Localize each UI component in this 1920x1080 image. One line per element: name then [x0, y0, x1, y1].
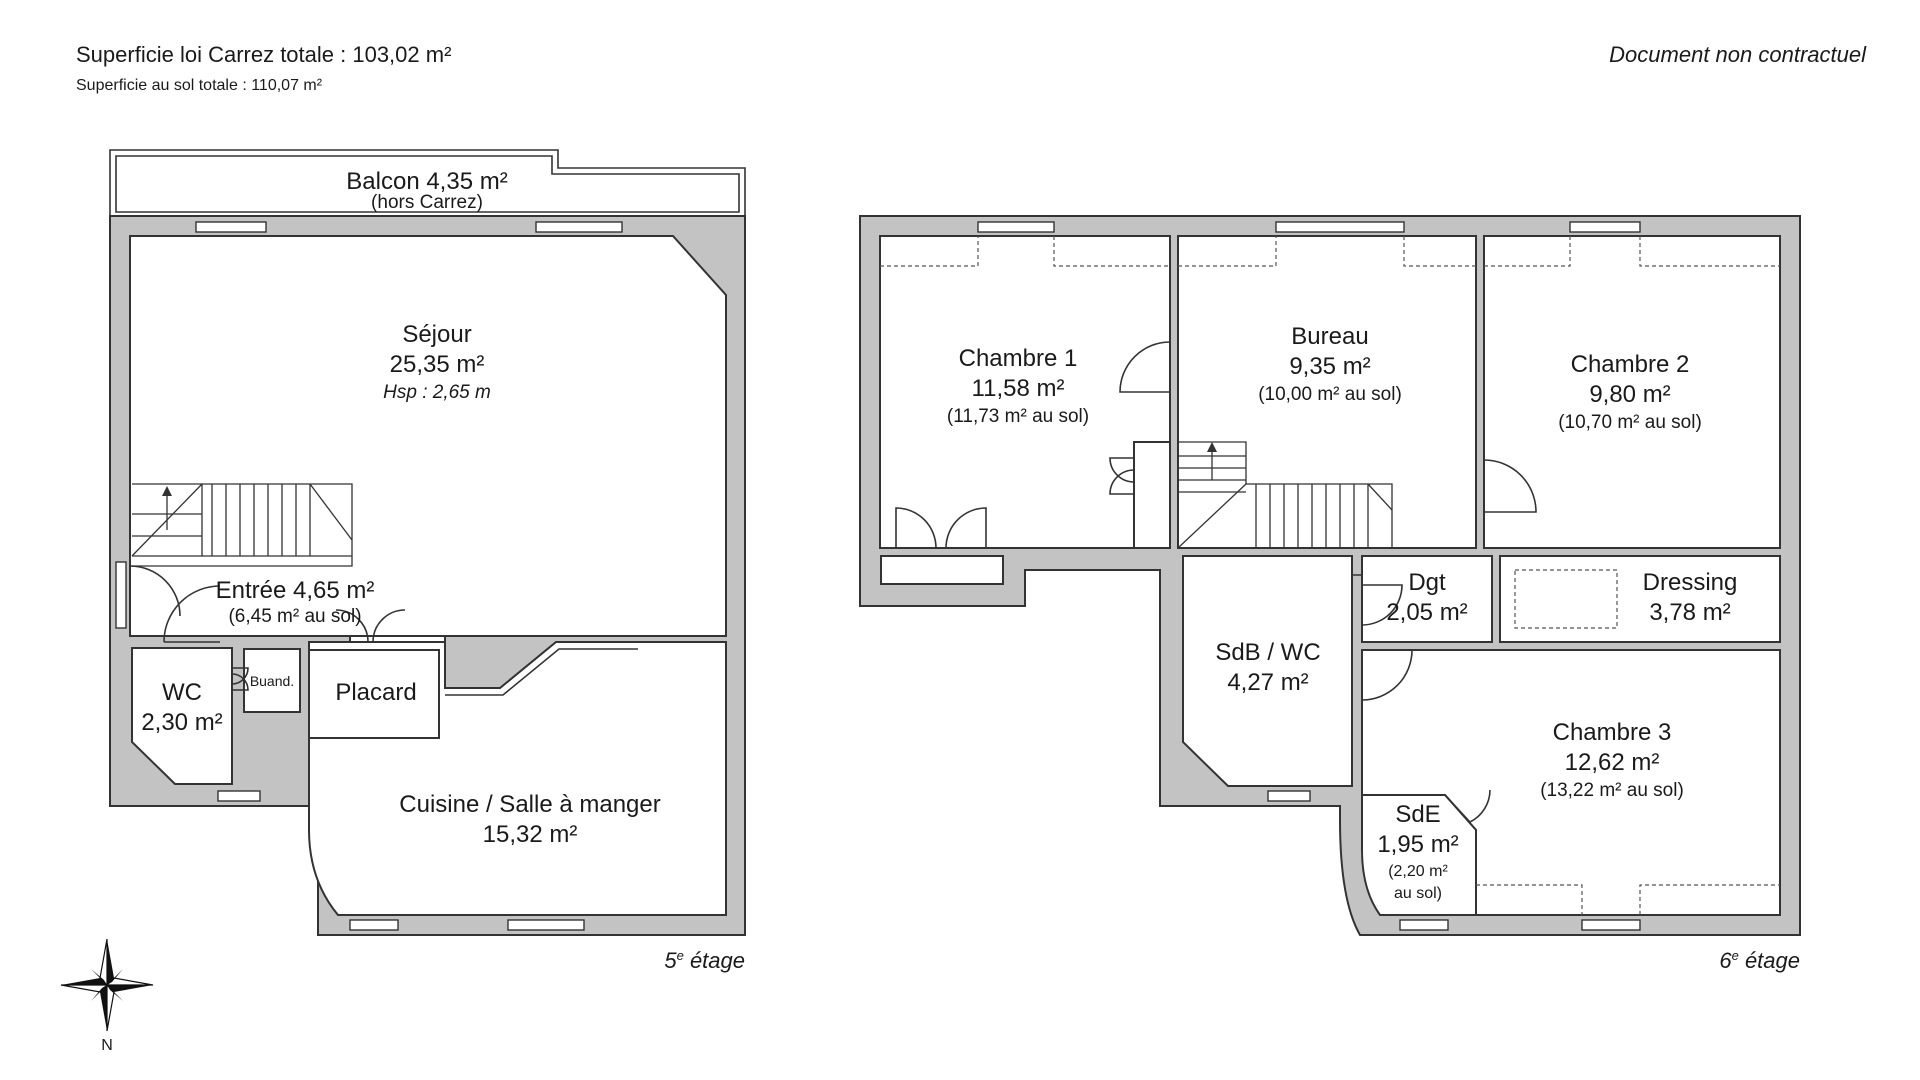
window — [217, 790, 261, 802]
compass-rose-icon — [60, 938, 154, 1032]
chambre-1-area: 11,58 m² — [972, 375, 1065, 402]
carrez-total-text: Superficie loi Carrez totale : 103,02 m² — [76, 42, 451, 67]
roof-slope — [880, 236, 1170, 267]
sejour-label: Séjour — [402, 321, 471, 348]
kitchen-counter-edge — [445, 648, 638, 696]
kitchen-counter — [445, 641, 638, 689]
dgt-label: Dgt — [1408, 569, 1446, 596]
wc-area: 2,30 m² — [141, 709, 222, 736]
chambre-1-ledge — [880, 555, 1004, 585]
sde-floor-line-1: (2,20 m² — [1388, 863, 1448, 880]
door-swings — [895, 341, 1537, 823]
bureau-floor: (10,00 m² au sol) — [1258, 384, 1402, 405]
sdb-wc-label: SdB / WC — [1215, 639, 1320, 666]
room-bureau — [1177, 235, 1477, 549]
balcon-rail — [115, 155, 740, 213]
window — [535, 221, 623, 233]
window — [1581, 919, 1641, 931]
roof-slope — [1476, 884, 1780, 915]
cuisine-label: Cuisine / Salle à manger — [399, 791, 660, 818]
staircase — [131, 483, 353, 567]
window — [115, 561, 127, 629]
bureau-area: 9,35 m² — [1289, 353, 1370, 380]
cuisine-area: 15,32 m² — [483, 821, 578, 848]
floor-total-text: Superficie au sol totale : 110,07 m² — [76, 77, 323, 94]
room-buanderie — [243, 648, 301, 713]
sdb-wc-area: 4,27 m² — [1227, 669, 1308, 696]
room-sejour — [129, 235, 727, 643]
window — [349, 919, 399, 931]
floor-6-plan: Chambre 1 11,58 m² (11,73 m² au sol) Bur… — [859, 215, 1801, 973]
stair-arrow-icon — [1207, 442, 1217, 452]
dressing-label: Dressing — [1643, 569, 1738, 596]
placard-label: Placard — [335, 679, 416, 706]
floor-6-level-label: 6e étage — [1719, 948, 1800, 973]
staircase — [1177, 441, 1393, 549]
entree-floor: (6,45 m² au sol) — [228, 606, 361, 627]
entree-label: Entrée 4,65 m² — [216, 577, 375, 604]
chambre-2-floor: (10,70 m² au sol) — [1558, 412, 1702, 433]
chambre-2-label: Chambre 2 — [1571, 351, 1690, 378]
door-swings — [129, 565, 406, 691]
window — [195, 221, 267, 233]
stair-arrow-icon — [162, 486, 172, 496]
window — [1399, 919, 1449, 931]
buanderie-label: Buand. — [250, 673, 294, 689]
room-sdb-wc — [1182, 555, 1353, 787]
chambre-3-label: Chambre 3 — [1553, 719, 1672, 746]
room-wc — [131, 647, 233, 785]
balcon-label: Balcon 4,35 m² — [346, 168, 507, 195]
chambre-3-area: 12,62 m² — [1565, 749, 1660, 776]
sejour-hsp: Hsp : 2,65 m — [383, 382, 491, 403]
roof-slope — [1484, 236, 1780, 267]
closet-column — [1133, 441, 1171, 549]
room-dressing — [1499, 555, 1781, 643]
bureau-label: Bureau — [1291, 323, 1368, 350]
wc-label: WC — [162, 679, 202, 706]
chambre-1-floor: (11,73 m² au sol) — [947, 406, 1089, 427]
chambre-2-area: 9,80 m² — [1589, 381, 1670, 408]
chambre-1-label: Chambre 1 — [959, 345, 1078, 372]
dressing-storage — [1514, 569, 1618, 629]
window — [1275, 221, 1405, 233]
dgt-area: 2,05 m² — [1386, 599, 1467, 626]
roof-slope — [1178, 236, 1476, 267]
room-sde — [1361, 794, 1477, 916]
window — [1267, 790, 1311, 802]
compass-north-label: N — [101, 1037, 113, 1054]
disclaimer-text: Document non contractuel — [1609, 42, 1867, 67]
room-placard — [308, 649, 440, 739]
room-dgt — [1361, 555, 1493, 643]
window — [977, 221, 1055, 233]
window — [507, 919, 585, 931]
sde-label: SdE — [1395, 801, 1440, 828]
window — [1569, 221, 1641, 233]
floor-5-plan: Balcon 4,35 m² (hors Carrez) Séjour 25,3… — [109, 149, 746, 973]
sde-area: 1,95 m² — [1377, 831, 1458, 858]
chambre-3-floor: (13,22 m² au sol) — [1540, 780, 1684, 801]
sejour-area: 25,35 m² — [390, 351, 485, 378]
floor-5-level-label: 5e étage — [664, 948, 745, 973]
balcon-note: (hors Carrez) — [371, 192, 483, 213]
sde-floor-line-2: au sol) — [1394, 885, 1442, 902]
dressing-area: 3,78 m² — [1649, 599, 1730, 626]
